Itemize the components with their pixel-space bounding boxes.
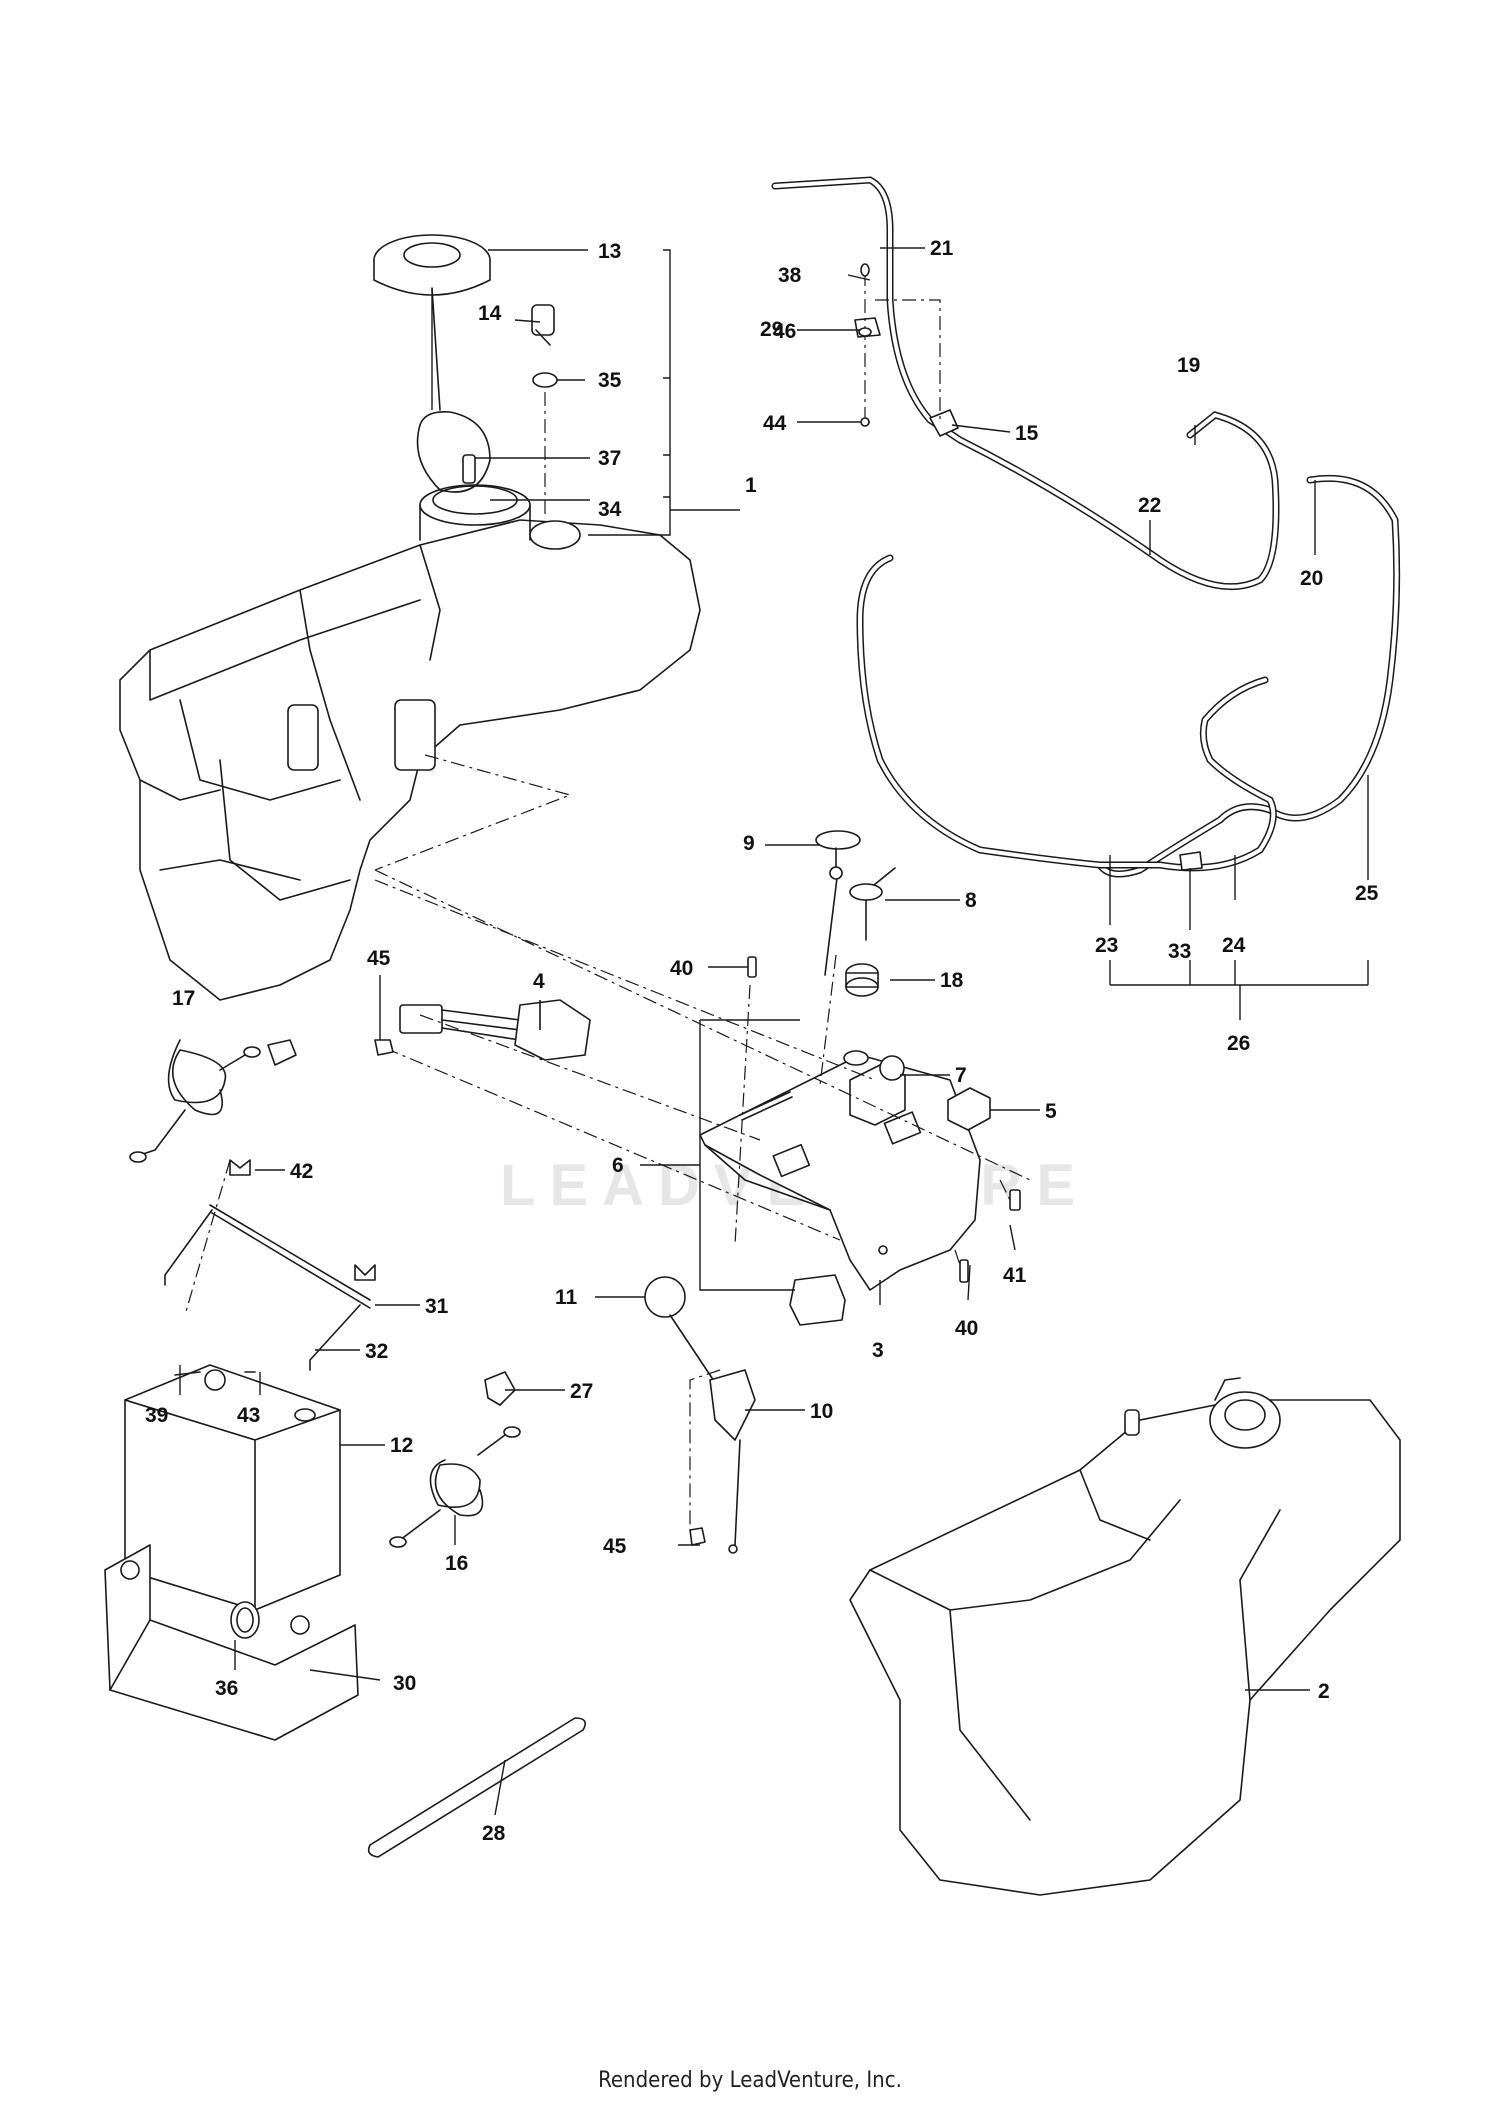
- fuel-tank-left: [119, 484, 701, 1001]
- bushing: [843, 963, 879, 1066]
- battery-hold-down: [164, 1204, 376, 1371]
- callout-17: 17: [172, 987, 195, 1010]
- callout-45-top: 45: [367, 947, 391, 970]
- callout-9: 9: [743, 832, 755, 855]
- callout-14: 14: [478, 302, 502, 325]
- battery-cable-16: [389, 1426, 521, 1548]
- callout-21: 21: [930, 237, 954, 260]
- grommet: [532, 372, 558, 388]
- callout-20: 20: [1300, 567, 1323, 590]
- callout-28: 28: [482, 1822, 506, 1845]
- callout-24: 24: [1222, 934, 1246, 957]
- battery: [124, 1364, 341, 1611]
- fuel-cap: [373, 234, 491, 296]
- switch: [947, 1087, 991, 1131]
- control-panel: [699, 1054, 981, 1291]
- callout-6: 6: [612, 1154, 624, 1177]
- callout-22: 22: [1138, 494, 1161, 517]
- relay-harness: [399, 999, 591, 1061]
- fuel-hoses: [771, 176, 1401, 878]
- callout-45-bottom: 45: [603, 1535, 627, 1558]
- callout-38: 38: [778, 264, 802, 287]
- callout-29: 29: [760, 318, 783, 341]
- footer-credit: Rendered by LeadVenture, Inc.: [598, 2068, 902, 2093]
- callout-33: 33: [1168, 940, 1191, 963]
- callout-5: 5: [1045, 1100, 1057, 1123]
- terminal-boot: [484, 1371, 516, 1406]
- callout-11: 11: [555, 1286, 578, 1309]
- callout-16: 16: [445, 1552, 468, 1575]
- wing-nut: [229, 1159, 251, 1176]
- cap-tether: [416, 287, 491, 493]
- battery-tray: [104, 1544, 359, 1741]
- callout-40-bottom: 40: [955, 1317, 978, 1340]
- battery-cable-17: [129, 1039, 297, 1163]
- callout-18: 18: [940, 969, 964, 992]
- callout-27: 27: [570, 1380, 593, 1403]
- callout-26: 26: [1227, 1032, 1250, 1055]
- fuel-fitting: [462, 454, 476, 484]
- assembly-lines: [184, 272, 1031, 1530]
- callout-23: 23: [1095, 934, 1118, 957]
- pto-switch: [789, 1274, 846, 1326]
- callout-13: 13: [598, 240, 621, 263]
- callout-12: 12: [390, 1434, 413, 1457]
- callout-37: 37: [598, 447, 621, 470]
- leader-lines: [179, 247, 1369, 1816]
- vent-valve: [531, 304, 555, 346]
- callout-44: 44: [763, 412, 787, 435]
- callout-8: 8: [965, 889, 977, 912]
- ignition-switch: [849, 1055, 906, 1126]
- callout-15: 15: [1015, 422, 1039, 445]
- callout-40-top: 40: [670, 957, 693, 980]
- callout-30: 30: [393, 1672, 416, 1695]
- callout-34: 34: [598, 498, 622, 521]
- callout-10: 10: [810, 1400, 833, 1423]
- callout-36: 36: [215, 1677, 238, 1700]
- hardware: [374, 263, 1021, 1546]
- callout-19: 19: [1177, 354, 1200, 377]
- ignition-key: [849, 867, 896, 941]
- callout-3: 3: [872, 1339, 884, 1362]
- callout-labels: 13 14 35 37 1 34 21 38 29 46 44 15 19 22…: [145, 237, 1379, 1845]
- callout-1: 1: [745, 474, 757, 497]
- callout-35: 35: [598, 369, 622, 392]
- fuel-tank-right: [849, 1377, 1401, 1896]
- callout-4: 4: [533, 970, 545, 993]
- callout-42: 42: [290, 1160, 313, 1183]
- callout-43: 43: [237, 1404, 260, 1427]
- callout-25: 25: [1355, 882, 1379, 905]
- callout-7: 7: [955, 1064, 967, 1087]
- callout-46: 46: [773, 320, 796, 343]
- callout-2: 2: [1318, 1680, 1330, 1703]
- callout-39: 39: [145, 1404, 168, 1427]
- callout-32: 32: [365, 1340, 388, 1363]
- callout-41: 41: [1003, 1264, 1027, 1287]
- loom-hose: [367, 1717, 586, 1858]
- callout-31: 31: [425, 1295, 449, 1318]
- choke-knob: [815, 830, 861, 976]
- throttle-lever: [644, 1276, 756, 1554]
